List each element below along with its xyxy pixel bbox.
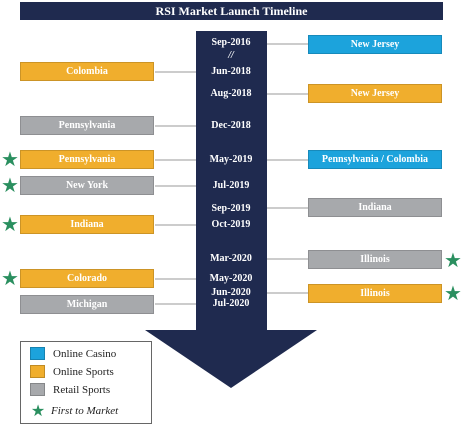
star-icon: ★ [30, 403, 46, 420]
star-icon: ★ [1, 214, 19, 236]
market-box-pennsylvania-colombia: Pennsylvania / Colombia [308, 150, 442, 169]
market-box-new-jersey-casino: New Jersey [308, 35, 442, 54]
date-label: Aug-2018 [210, 88, 252, 99]
date-label: Jun-2018 [211, 66, 251, 77]
date-label: Jul-2019 [212, 180, 250, 191]
date-label: May-2020 [209, 273, 253, 284]
market-box-colorado: Colorado [20, 269, 154, 288]
date-label: Sep-2016 [211, 37, 251, 48]
swatch-online-sports [30, 365, 45, 378]
legend-label: Online Sports [53, 365, 114, 378]
star-icon: ★ [1, 175, 19, 197]
swatch-online-casino [30, 347, 45, 360]
date-label: Dec-2018 [211, 120, 251, 131]
market-box-illinois-online: Illinois [308, 284, 442, 303]
market-box-indiana-online: Indiana [20, 215, 154, 234]
market-box-pennsylvania-online: Pennsylvania [20, 150, 154, 169]
legend-label: Online Casino [53, 347, 117, 360]
market-box-pennsylvania-retail: Pennsylvania [20, 116, 154, 135]
legend: Online Casino Online Sports Retail Sport… [20, 341, 152, 424]
date-break-marker: // [228, 50, 234, 61]
date-label: Mar-2020 [210, 253, 252, 264]
market-box-illinois-retail: Illinois [308, 250, 442, 269]
date-label: May-2019 [209, 154, 253, 165]
timeline-title: RSI Market Launch Timeline [20, 2, 443, 20]
date-label: Sep-2019 [211, 203, 251, 214]
swatch-retail-sports [30, 383, 45, 396]
market-box-new-york: New York [20, 176, 154, 195]
date-label: Jul-2020 [212, 298, 250, 309]
legend-item-retail-sports: Retail Sports [30, 383, 110, 396]
star-icon: ★ [1, 268, 19, 290]
market-box-colombia: Colombia [20, 62, 154, 81]
star-icon: ★ [444, 283, 462, 305]
market-box-indiana-retail: Indiana [308, 198, 442, 217]
date-label: Oct-2019 [211, 219, 251, 230]
star-icon: ★ [1, 149, 19, 171]
legend-item-online-sports: Online Sports [30, 365, 114, 378]
star-icon: ★ [444, 250, 462, 272]
date-label: Jun-2020 [211, 287, 251, 298]
legend-label: First to Market [51, 405, 119, 417]
legend-item-online-casino: Online Casino [30, 347, 116, 360]
legend-item-first-to-market: ★ First to Market [30, 401, 118, 421]
legend-label: Retail Sports [53, 383, 111, 396]
market-box-michigan: Michigan [20, 295, 154, 314]
market-box-new-jersey-sports: New Jersey [308, 84, 442, 103]
